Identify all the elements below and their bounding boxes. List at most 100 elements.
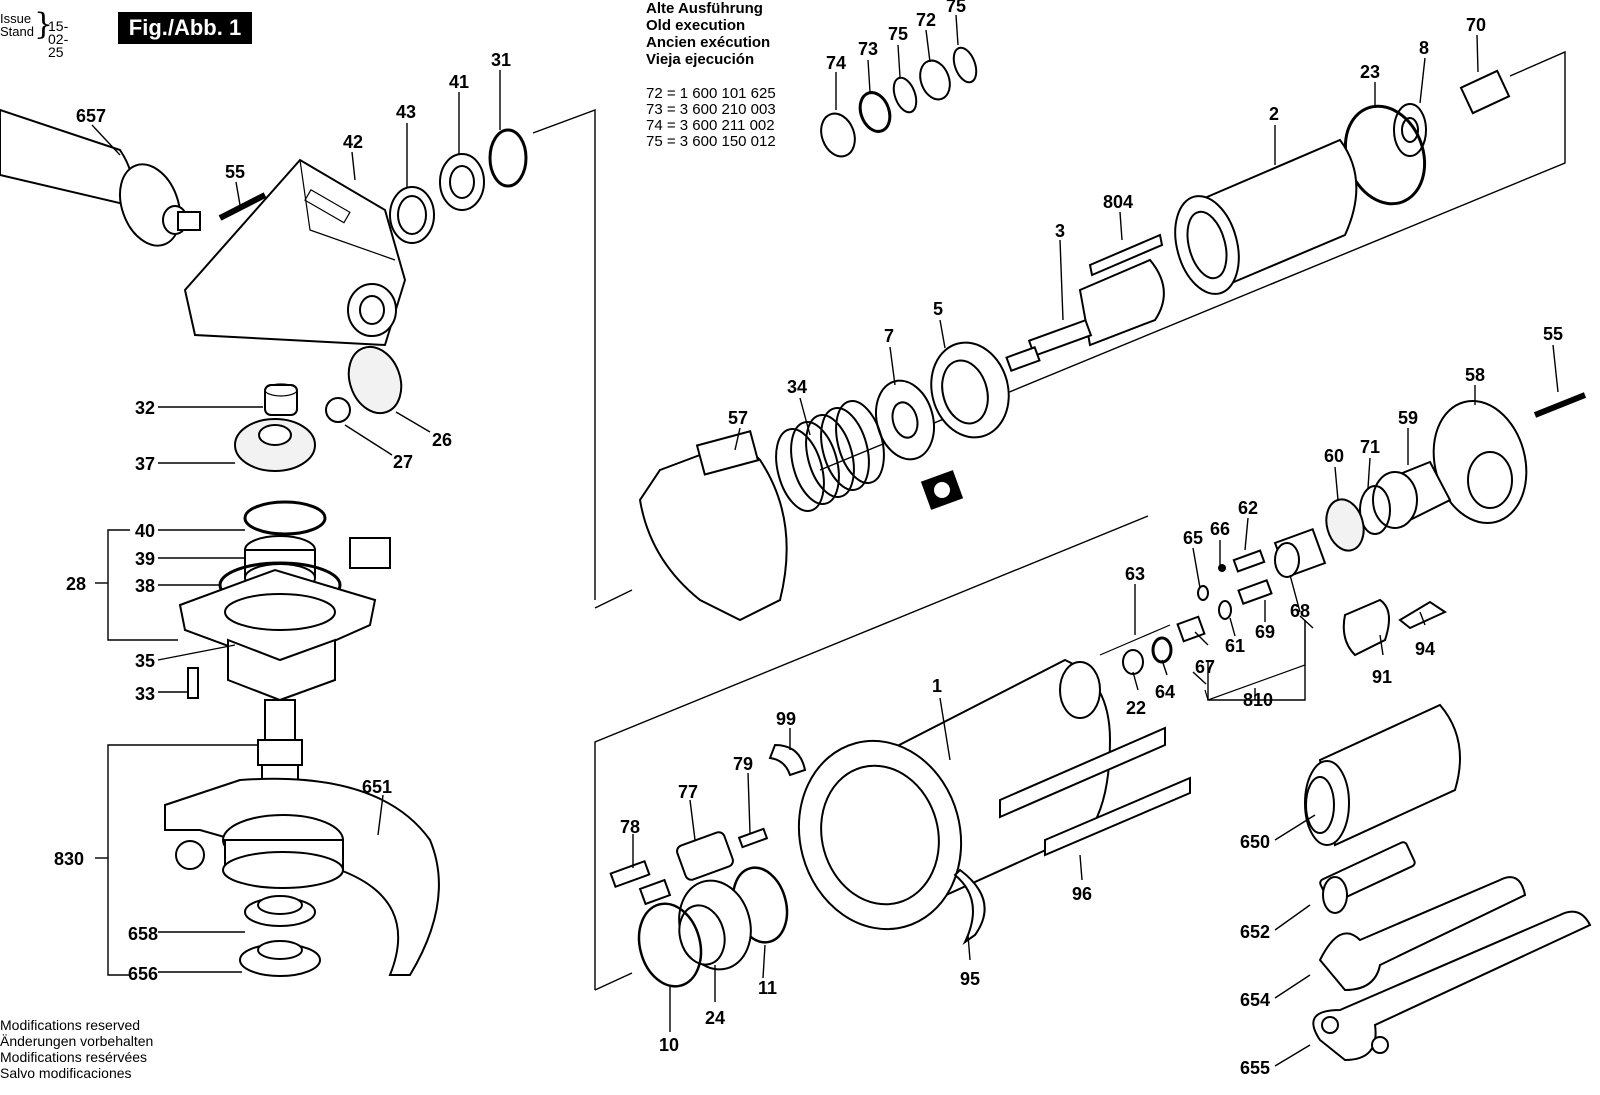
part-label: 5: [933, 299, 943, 319]
casing-part-57: [638, 430, 788, 622]
part-label: 63: [1125, 564, 1145, 584]
section-frame-top-right: [594, 50, 1566, 609]
part-label: 67: [1195, 657, 1215, 677]
group-bracket-28: [95, 529, 178, 641]
part-label: 41: [449, 72, 469, 92]
inlet-parts-24-11-10: [637, 866, 789, 988]
guard-part-651: [164, 777, 440, 976]
part-label: 66: [1210, 519, 1230, 539]
part-label: 94: [1415, 639, 1435, 659]
part-label: 96: [1072, 884, 1092, 904]
part-label: 73: [858, 39, 878, 59]
flange-nuts-658-656: [239, 895, 321, 977]
figure-title-badge: Fig./Abb. 1: [118, 12, 252, 44]
part-label: 656: [128, 964, 158, 984]
part-label: 33: [135, 684, 155, 704]
part-label: 31: [491, 50, 511, 70]
part-label: 64: [1155, 682, 1175, 702]
issue-label: Issue: [0, 11, 32, 26]
part-label: 57: [728, 408, 748, 428]
part-map-row: 73 = 3 600 210 003: [646, 101, 776, 118]
leader-lines: [91, 14, 1559, 1067]
part-label: 26: [432, 430, 452, 450]
part-label: 59: [1398, 408, 1418, 428]
part-label: 95: [960, 969, 980, 989]
part-label: 34: [787, 377, 807, 397]
stand-label: Stand: [0, 24, 34, 39]
small-parts-99-79-77-78: [609, 743, 807, 906]
accessory-parts-650-652-654-655: [1304, 703, 1592, 1062]
section-frame-bottom: [594, 515, 1149, 991]
part-label: 78: [620, 817, 640, 837]
part-label: 7: [884, 326, 894, 346]
old-execution-line: Old execution: [646, 17, 746, 34]
gear-parts-32-37-26-27: [234, 345, 403, 472]
notice-line: Modifications resérvées: [0, 1049, 148, 1065]
part-label: 658: [128, 924, 158, 944]
part-label: 74: [826, 53, 846, 73]
brace-glyph: }: [34, 7, 54, 42]
part-label: 10: [659, 1035, 679, 1055]
bearing-grease-symbol: [920, 470, 964, 510]
old-execution-line: Alte Ausführung: [646, 0, 763, 17]
old-execution-rings: [820, 46, 978, 158]
motor-parts-70-8-23-2: [1174, 69, 1511, 295]
motor-housing-part-1: [797, 658, 1112, 931]
valve-parts-group: [1099, 460, 1452, 701]
bearing-parts-7-5: [875, 341, 1010, 461]
part-label: 37: [135, 454, 155, 474]
part-label: 650: [1240, 832, 1270, 852]
part-label: 42: [343, 132, 363, 152]
modifications-notice: Modifications reserved Änderungen vorbeh…: [0, 1017, 153, 1081]
part-label: 35: [135, 651, 155, 671]
part-label: 60: [1324, 446, 1344, 466]
part-label: 32: [135, 398, 155, 418]
bearing-parts-43-41-31: [389, 128, 528, 244]
part-label: 75: [946, 0, 966, 16]
handle-part-657: [0, 108, 201, 247]
part-label: 38: [135, 576, 155, 596]
part-label: 91: [1372, 667, 1392, 687]
issue-stamp: Issue Stand } 15-02-25: [0, 10, 68, 60]
label-strips-96-95: [953, 726, 1191, 945]
part-map-row: 75 = 3 600 150 012: [646, 133, 776, 150]
part-label: 657: [76, 106, 106, 126]
part-label: 23: [1360, 62, 1380, 82]
part-label: 75: [888, 24, 908, 44]
part-map-row: 72 = 1 600 101 625: [646, 85, 776, 102]
part-label: 79: [733, 754, 753, 774]
part-label: 28: [66, 574, 86, 594]
part-label: 22: [1126, 698, 1146, 718]
notice-line: Salvo modificaciones: [0, 1065, 132, 1081]
part-label: 651: [362, 777, 392, 797]
part-label: 55: [225, 162, 245, 182]
part-label: 830: [54, 849, 84, 869]
part-map-row: 74 = 3 600 211 002: [646, 117, 775, 134]
part-label: 61: [1225, 636, 1245, 656]
part-label: 1: [932, 676, 942, 696]
part-label: 652: [1240, 922, 1270, 942]
part-number-labels: 657 55 42 43 41 31 32 26 27 37 40 39 38 …: [54, 0, 1563, 1078]
part-label: 70: [1466, 15, 1486, 35]
part-label: 40: [135, 521, 155, 541]
group-bracket-830: [95, 744, 258, 976]
part-label: 55: [1543, 324, 1563, 344]
part-label: 810: [1243, 690, 1273, 710]
notice-line: Modifications reserved: [0, 1017, 141, 1033]
old-execution-line: Vieja ejecución: [646, 51, 755, 68]
part-label: 655: [1240, 1058, 1270, 1078]
rotor-parts-804-3: [1005, 233, 1165, 372]
screw-part-55: [218, 192, 267, 221]
notice-line: Änderungen vorbehalten: [0, 1033, 154, 1049]
group-bracket-810: [1207, 620, 1306, 701]
part-label: 77: [678, 782, 698, 802]
old-execution-line: Ancien exécution: [646, 34, 771, 51]
part-label: 65: [1183, 528, 1203, 548]
part-label: 43: [396, 102, 416, 122]
part-label: 8: [1419, 38, 1429, 58]
part-label: 11: [758, 978, 777, 998]
part-label: 62: [1238, 498, 1258, 518]
part-label: 3: [1055, 221, 1065, 241]
